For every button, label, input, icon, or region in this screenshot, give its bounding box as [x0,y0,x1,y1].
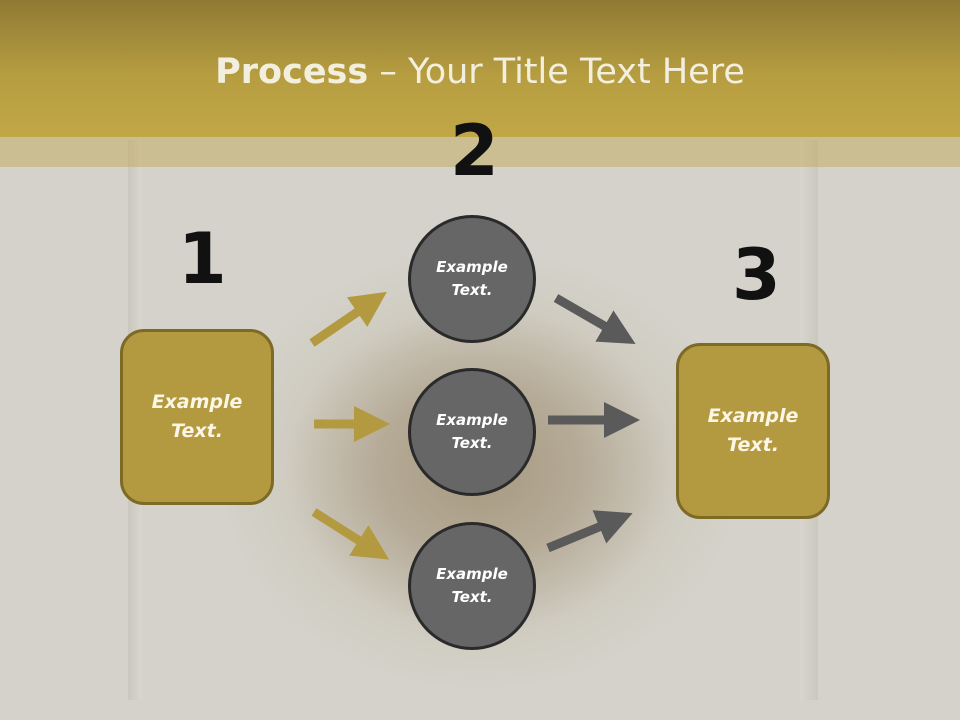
arrow-left-to-top [309,291,387,347]
arrow-left-to-bottom [311,508,390,560]
step-number-3: 3 [732,234,781,316]
title-bold: Process [215,52,369,92]
circle-bottom-line2: Text. [451,588,493,606]
circle-middle-line2: Text. [451,434,493,452]
box-left-line2: Text. [171,420,223,442]
step-number-1: 1 [178,218,227,300]
box-right-line1: Example [707,405,799,427]
circle-bottom-line1: Example [436,565,508,583]
circle-middle-line1: Example [436,411,508,429]
header-bar [0,0,960,137]
slide-title: Process – Your Title Text Here [0,52,960,92]
circle-top-line2: Text. [451,281,493,299]
arrow-top-to-right [553,294,636,345]
header-band [0,137,960,167]
circle-top-line1: Example [436,258,508,276]
step-number-2: 2 [450,110,499,192]
box-right-line2: Text. [727,434,779,456]
title-rest: – Your Title Text Here [368,52,745,92]
arrow-bottom-to-right [546,510,633,553]
box-left-line1: Example [151,391,243,413]
